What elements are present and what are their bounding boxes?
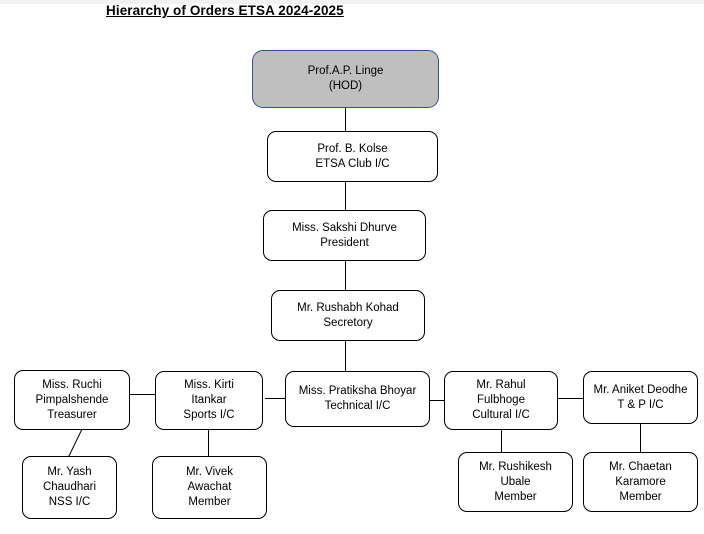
node-member-vivek-name: Mr. Vivek [185, 466, 234, 478]
node-member-vivek[interactable]: Mr. Vivek Awachat Member [152, 456, 267, 519]
node-member-vivek-detail: Member [188, 496, 231, 508]
node-member-chaetan-name: Mr. Chaetan [609, 460, 672, 473]
node-member-rushikesh-role: Ubale [500, 475, 531, 488]
node-technical-ic-role: Technical I/C [324, 400, 391, 412]
node-club-ic-role: ETSA Club I/C [315, 157, 390, 170]
node-nss-ic[interactable]: Mr. Yash Chaudhari NSS I/C [22, 456, 117, 519]
connector-president-to-secretory [345, 261, 346, 290]
connector-club-ic-to-president [345, 182, 346, 210]
node-sports-ic[interactable]: Miss. Kirti Itankar Sports I/C [155, 371, 263, 430]
node-cultural-ic[interactable]: Mr. Rahul Fulbhoge Cultural I/C [444, 371, 558, 430]
connector-cultural-ic-to-member-rushikesh [501, 430, 502, 452]
node-hod[interactable]: Prof.A.P. Linge (HOD) [252, 50, 439, 108]
node-member-vivek-role: Awachat [187, 481, 232, 493]
node-tp-ic-role: T & P I/C [617, 398, 664, 411]
node-president[interactable]: Miss. Sakshi Dhurve President [263, 210, 426, 261]
node-member-rushikesh[interactable]: Mr. Rushikesh Ubale Member [458, 452, 573, 512]
connector-hod-to-club-ic [345, 107, 346, 131]
node-tp-ic-name: Mr. Aniket Deodhe [593, 383, 688, 396]
node-technical-ic[interactable]: Miss. Pratiksha Bhoyar Technical I/C [285, 371, 430, 427]
node-president-role: President [320, 236, 369, 249]
page-top-strip [0, 0, 704, 4]
connector-sports-ic-to-treasurer [130, 394, 155, 395]
connector-treasurer-to-nss-ic [67, 424, 85, 459]
node-sports-ic-role: Itankar [191, 394, 227, 406]
node-treasurer[interactable]: Miss. Ruchi Pimpalshende Treasurer [14, 370, 130, 430]
node-member-chaetan-role: Karamore [615, 475, 666, 488]
connector-tp-ic-to-member-chaetan [640, 424, 641, 452]
node-club-ic[interactable]: Prof. B. Kolse ETSA Club I/C [267, 131, 438, 182]
node-cultural-ic-name: Mr. Rahul [476, 379, 526, 391]
node-club-ic-name: Prof. B. Kolse [317, 142, 388, 155]
connector-technical-ic-to-sports-ic [265, 398, 285, 399]
connector-secretory-to-technical-ic [345, 341, 346, 371]
node-member-chaetan[interactable]: Mr. Chaetan Karamore Member [583, 452, 698, 512]
node-cultural-ic-role: Fulbhoge [477, 394, 525, 406]
node-treasurer-detail: Treasurer [47, 408, 97, 421]
node-treasurer-role: Pimpalshende [35, 393, 109, 406]
node-nss-ic-name: Mr. Yash [47, 466, 92, 478]
node-secretory-role: Secretory [323, 316, 373, 329]
connector-cultural-ic-to-tp-ic [545, 398, 583, 399]
node-tp-ic[interactable]: Mr. Aniket Deodhe T & P I/C [583, 371, 698, 424]
node-cultural-ic-detail: Cultural I/C [472, 409, 530, 421]
node-member-rushikesh-name: Mr. Rushikesh [479, 460, 552, 473]
node-hod-name: Prof.A.P. Linge [307, 65, 384, 77]
node-nss-ic-role: Chaudhari [42, 481, 97, 493]
node-sports-ic-detail: Sports I/C [183, 409, 235, 421]
node-nss-ic-detail: NSS I/C [48, 496, 91, 508]
node-secretory[interactable]: Mr. Rushabh Kohad Secretory [271, 290, 425, 341]
node-treasurer-name: Miss. Ruchi [42, 378, 102, 391]
node-hod-role: (HOD) [328, 80, 363, 92]
connector-sports-ic-to-member-vivek [208, 430, 209, 456]
page-title: Hierarchy of Orders ETSA 2024-2025 [106, 3, 344, 18]
node-member-rushikesh-detail: Member [494, 490, 537, 503]
node-president-name: Miss. Sakshi Dhurve [292, 221, 397, 234]
node-sports-ic-name: Miss. Kirti [184, 379, 234, 391]
node-technical-ic-name: Miss. Pratiksha Bhoyar [298, 385, 417, 397]
node-secretory-name: Mr. Rushabh Kohad [297, 301, 399, 314]
node-member-chaetan-detail: Member [619, 490, 662, 503]
